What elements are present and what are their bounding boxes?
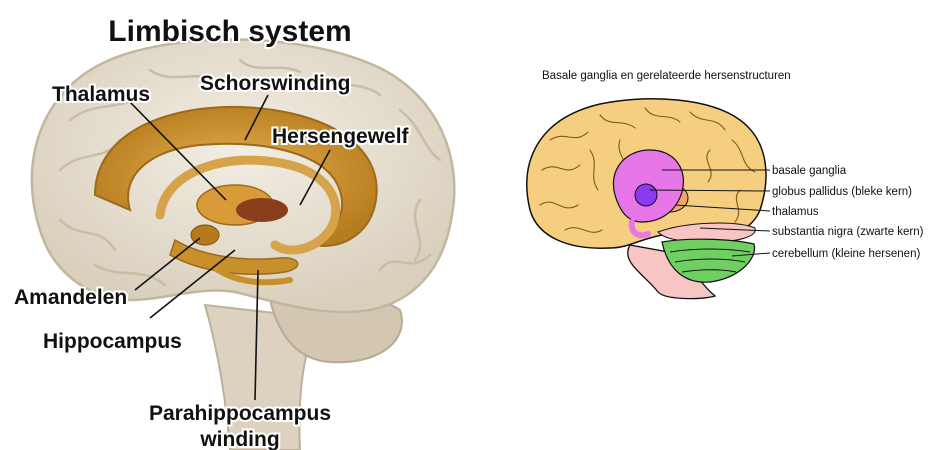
label-hippocampus: Hippocampus xyxy=(43,330,182,353)
label-basale-ganglia: basale ganglia xyxy=(772,165,847,177)
label-cerebellum: cerebellum (kleine hersenen) xyxy=(772,248,920,260)
basal-ganglia-figure: Basale ganglia en gerelateerde hersenstr… xyxy=(470,0,937,450)
label-substantia-nigra: substantia nigra (zwarte kern) xyxy=(772,226,924,238)
thalamus-inner xyxy=(236,198,288,222)
limbic-title: Limbisch system xyxy=(108,15,351,48)
label-parahippocampus-line1: Parahippocampus xyxy=(149,402,331,425)
basal-title: Basale ganglia en gerelateerde hersenstr… xyxy=(542,70,791,82)
globus-pallidus-shape xyxy=(635,184,657,206)
limbic-system-svg: Limbisch system Thalamus Schorswinding H… xyxy=(0,0,470,450)
label-thalamus-right: thalamus xyxy=(772,206,819,218)
limbic-system-figure: Limbisch system Thalamus Schorswinding H… xyxy=(0,0,470,450)
label-parahippocampus-line2: winding xyxy=(199,428,279,450)
label-schorswinding: Schorswinding xyxy=(200,72,351,95)
label-amandelen: Amandelen xyxy=(14,286,127,309)
label-globus-pallidus: globus pallidus (bleke kern) xyxy=(772,186,912,198)
label-hersengewelf: Hersengewelf xyxy=(272,125,410,148)
label-thalamus: Thalamus xyxy=(52,83,150,106)
basal-ganglia-svg: Basale ganglia en gerelateerde hersenstr… xyxy=(470,0,937,450)
